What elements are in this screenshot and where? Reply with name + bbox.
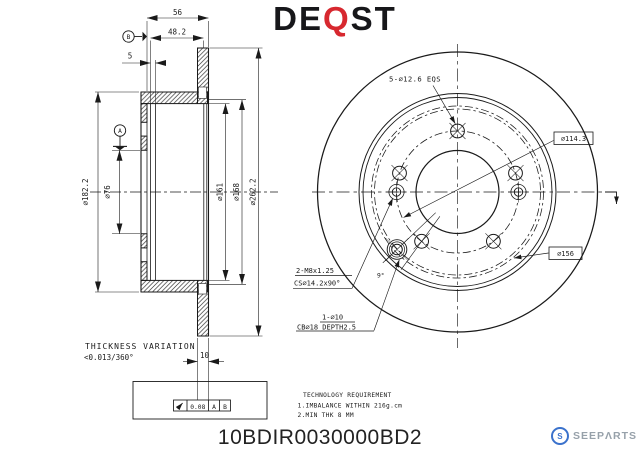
center-bore: [415, 149, 500, 235]
dia-182-2: ⌀182.2: [81, 178, 90, 205]
counterbore-hole: [385, 237, 409, 262]
m8-holes: [386, 181, 529, 203]
datum-b: [122, 30, 147, 43]
pcd-label: ⌀114.3: [561, 135, 586, 143]
tech-req-line2: 2.MIN THK 8 MM: [298, 412, 354, 419]
pcd-label-box: [553, 131, 594, 145]
callout-box: [132, 381, 268, 420]
bolt-holes: [391, 122, 524, 250]
dia-76: ⌀76: [103, 185, 112, 199]
side-section-view: [90, 15, 278, 420]
dim-56: 56: [173, 8, 183, 17]
dia-262-2: ⌀262.2: [249, 178, 258, 205]
m8-label-line1: 2-M8x1.25: [296, 267, 334, 275]
brand-logo-prefix: DE: [273, 0, 323, 37]
dim-5: 5: [128, 52, 133, 61]
dim-10: 10: [200, 351, 210, 360]
front-view: [293, 44, 619, 348]
m8-label-line2: CS⌀14.2x90°: [294, 280, 340, 288]
front-view-labels: 5-⌀12.6 EQS ⌀114.3 ⌀156 2-M8x1.25 CS⌀14.…: [294, 75, 586, 332]
tech-req-line1: 1.IMBALANCE WITHIN 216g.cm: [298, 403, 403, 410]
technology-requirement-note: TECHNOLOGY REQUIREMENT 1.IMBALANCE WITHI…: [298, 392, 403, 419]
brand-logo: DEQST: [240, 0, 430, 38]
datum-b-label: B: [127, 34, 131, 41]
dim-48-2: 48.2: [168, 28, 186, 37]
centerline-hook: [605, 191, 619, 204]
tech-req-title: TECHNOLOGY REQUIREMENT: [303, 392, 392, 399]
datum-a: [113, 124, 127, 151]
section-outlines: [140, 47, 210, 337]
feature-control-frame: [173, 399, 231, 412]
dia-161: ⌀161: [216, 183, 225, 201]
bolt-holes-label: 5-⌀12.6 EQS: [389, 75, 441, 84]
leader-lines: [351, 85, 554, 331]
thickness-variation-line2: <0.013/360°: [84, 353, 134, 362]
fcf-datum-b: B: [223, 404, 227, 411]
seeparts-logo: S SEEPΛRTS: [550, 427, 637, 445]
side-view-labels: 56 48.2 5 ⌀182.2 ⌀76 ⌀161 ⌀168 ⌀262.2 B …: [81, 8, 258, 411]
dimension-lines: [95, 15, 262, 365]
seeparts-icon: S: [550, 427, 569, 445]
seeparts-wordmark: SEEPΛRTS: [572, 430, 637, 442]
angle-reference-lines: [382, 212, 441, 270]
cb-label-line2: CB⌀18 DEPTH2.5: [297, 324, 356, 332]
fcf-tolerance: 0.08: [190, 404, 205, 411]
datum-a-label: A: [118, 128, 122, 135]
relief-notch-top: [198, 86, 207, 99]
relief-notch-bottom: [198, 283, 207, 295]
fcf-datum-a: A: [212, 404, 216, 411]
label-rules: [293, 275, 374, 332]
thickness-variation-line1: THICKNESS VARIATION: [85, 342, 196, 351]
d156-label-box: [548, 246, 583, 260]
runout-symbol-icon: [175, 402, 183, 411]
cb-label-line1: 1-⌀10: [322, 314, 343, 322]
brand-logo-q: Q: [323, 0, 351, 37]
brand-logo-suffix: ST: [350, 0, 397, 37]
dia-168: ⌀168: [232, 182, 241, 201]
part-number: 10BDIR0030000BD2: [217, 426, 423, 449]
d156-label: ⌀156: [557, 250, 574, 258]
extension-lines: [95, 21, 263, 400]
angle-label: 9°: [377, 272, 385, 280]
